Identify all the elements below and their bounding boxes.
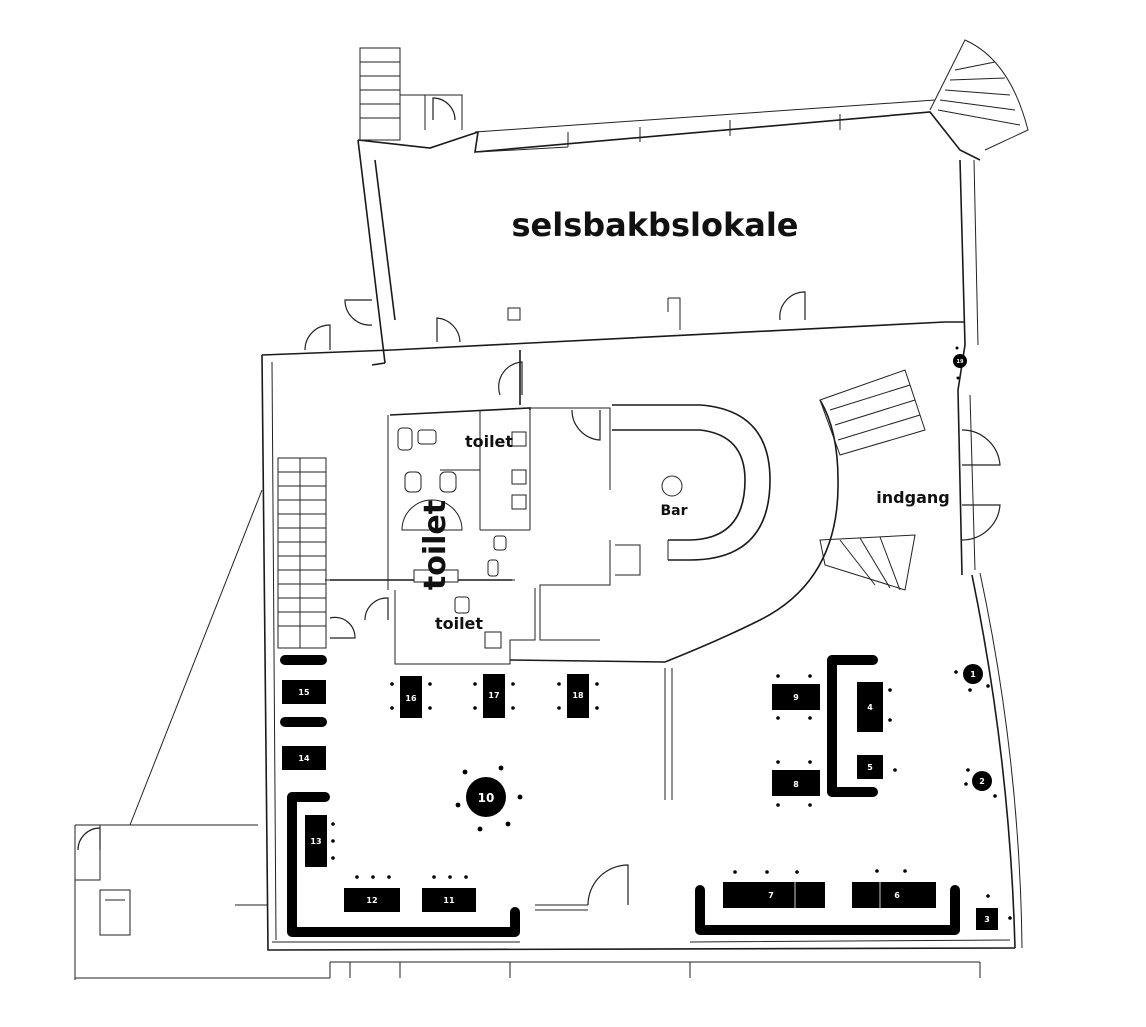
table-10: 10 <box>455 765 523 832</box>
tables: 1 2 3 4 5 6 <box>282 346 1012 930</box>
table-13: 13 <box>305 815 335 867</box>
toilet-fixtures <box>397 427 527 649</box>
table-11: 11 <box>422 875 476 912</box>
table-7: 7 <box>723 870 825 908</box>
table-16: 16 <box>390 676 432 718</box>
table-3: 3 <box>976 894 1012 930</box>
table-15: 15 <box>282 680 326 704</box>
table-label: 16 <box>405 694 417 703</box>
table-label: 8 <box>793 780 799 789</box>
table-label: 3 <box>984 915 990 924</box>
table-9: 9 <box>772 674 820 720</box>
room-label-toilet-b: toilet <box>418 500 453 590</box>
table-8: 8 <box>772 760 820 807</box>
table-label: 5 <box>867 763 873 772</box>
table-label: 12 <box>366 896 377 905</box>
table-label: 18 <box>572 691 584 700</box>
table-label: 6 <box>894 891 900 900</box>
room-label-bar: Bar <box>660 503 687 519</box>
table-18: 18 <box>557 674 599 718</box>
table-label: 15 <box>298 688 310 697</box>
room-label-toilet-c: toilet <box>435 614 483 633</box>
table-label: 11 <box>443 896 455 905</box>
table-2: 2 <box>964 768 997 798</box>
table-14: 14 <box>282 746 326 770</box>
benches <box>280 655 960 937</box>
table-label: 14 <box>298 754 310 763</box>
table-label: 19 <box>957 359 964 365</box>
table-12: 12 <box>344 875 400 912</box>
table-label: 4 <box>867 703 873 712</box>
table-label: 1 <box>970 670 976 679</box>
table-19: 19 <box>953 346 967 380</box>
table-label: 13 <box>310 837 321 846</box>
room-label-hall: selsbakbslokale <box>512 206 799 244</box>
doors <box>77 97 1001 906</box>
table-4: 4 <box>857 682 892 732</box>
table-label: 17 <box>488 691 499 700</box>
table-label: 10 <box>478 791 495 805</box>
room-label-toilet-a: toilet <box>465 432 513 451</box>
table-label: 7 <box>768 891 774 900</box>
table-label: 2 <box>979 777 985 786</box>
table-label: 9 <box>793 693 799 702</box>
room-labels: selsbakbslokale toilet toilet toilet Bar… <box>418 206 950 633</box>
table-1: 1 <box>954 664 990 692</box>
room-label-entrance: indgang <box>876 488 949 507</box>
stairs <box>277 39 1029 649</box>
table-5: 5 <box>857 755 897 779</box>
table-17: 17 <box>473 674 515 718</box>
table-6: 6 <box>852 869 936 908</box>
